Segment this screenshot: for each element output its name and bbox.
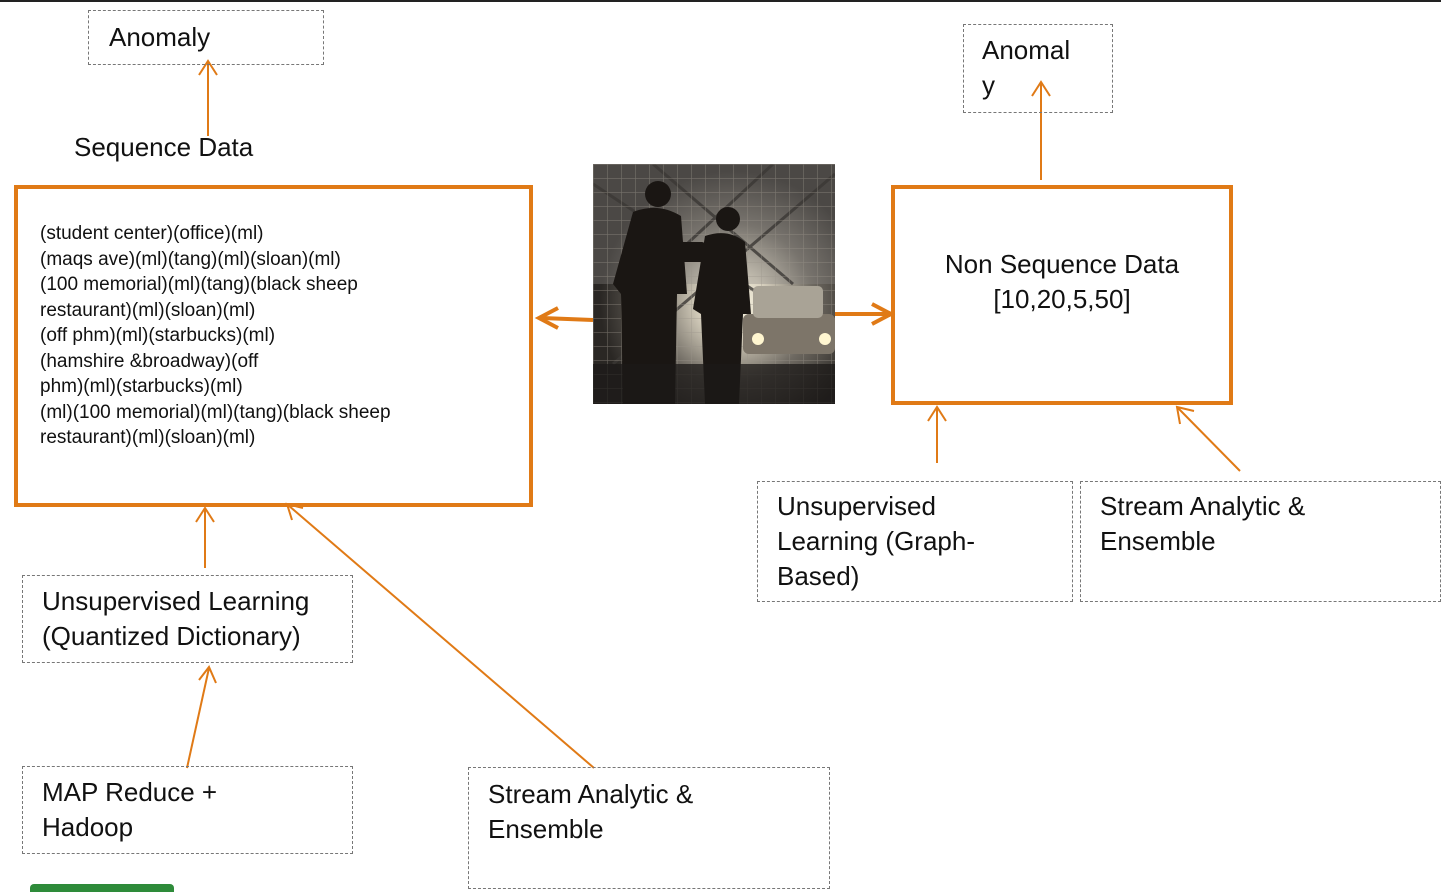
sequence-lines: (student center)(office)(ml) (maqs ave)(… xyxy=(40,221,391,451)
stream-analytic-box-left: Stream Analytic & Ensemble xyxy=(468,767,830,889)
anomaly-label-right: Anomal y xyxy=(982,35,1071,100)
green-tab-decoration xyxy=(30,884,174,892)
mapreduce-label: MAP Reduce + Hadoop xyxy=(42,777,218,842)
top-rule xyxy=(0,0,1441,2)
sequence-line: phm)(ml)(starbucks)(ml) xyxy=(40,376,243,397)
anomaly-label-left: Anomaly xyxy=(109,22,211,52)
anomaly-box-right: Anomal y xyxy=(963,24,1113,113)
unsupervised-learning-box-right: Unsupervised Learning (Graph- Based) xyxy=(757,481,1073,602)
non-sequence-title: Non Sequence Data xyxy=(944,249,1180,279)
unsupervised-label-left: Unsupervised Learning (Quantized Diction… xyxy=(42,586,310,651)
arrow-mapreduce-to-unsup xyxy=(186,667,210,769)
sequence-line: (maqs ave)(ml)(tang)(ml)(sloan)(ml) xyxy=(40,248,341,270)
sequence-line: (100 memorial)(ml)(tang)(black sheep xyxy=(40,274,358,295)
sequence-line: restaurant)(ml)(sloan)(ml) xyxy=(40,299,256,321)
sequence-line: (ml)(100 memorial)(ml)(tang)(black sheep xyxy=(40,401,391,423)
sequence-line: restaurant)(ml)(sloan)(ml) xyxy=(40,427,256,448)
unsupervised-label-right: Unsupervised Learning (Graph- Based) xyxy=(777,491,975,591)
sequence-line: (off phm)(ml)(starbucks)(ml) xyxy=(40,325,276,346)
mapreduce-box: MAP Reduce + Hadoop xyxy=(22,766,353,854)
non-sequence-data-box: Non Sequence Data [10,20,5,50] xyxy=(891,185,1233,405)
stream-analytic-box-right: Stream Analytic & Ensemble xyxy=(1080,481,1441,602)
stream-label-right: Stream Analytic & Ensemble xyxy=(1100,491,1306,556)
sequence-data-box: (student center)(office)(ml) (maqs ave)(… xyxy=(14,185,533,507)
thick-arrow-photo-to-seq xyxy=(541,316,594,322)
non-sequence-values: [10,20,5,50] xyxy=(993,284,1131,314)
anomaly-box-left: Anomaly xyxy=(88,10,324,65)
unsupervised-learning-box-left: Unsupervised Learning (Quantized Diction… xyxy=(22,575,353,663)
sequence-line: (hamshire &broadway)(off xyxy=(40,350,259,372)
photo-two-people-icon xyxy=(593,164,835,404)
arrow-stream-left-to-seq xyxy=(287,504,595,769)
sequence-data-label: Sequence Data xyxy=(74,132,254,162)
arrow-stream-right-to-nonseq xyxy=(1177,407,1241,472)
sequence-line: (student center)(office)(ml) xyxy=(40,223,264,244)
stream-label-left: Stream Analytic & Ensemble xyxy=(488,779,694,844)
